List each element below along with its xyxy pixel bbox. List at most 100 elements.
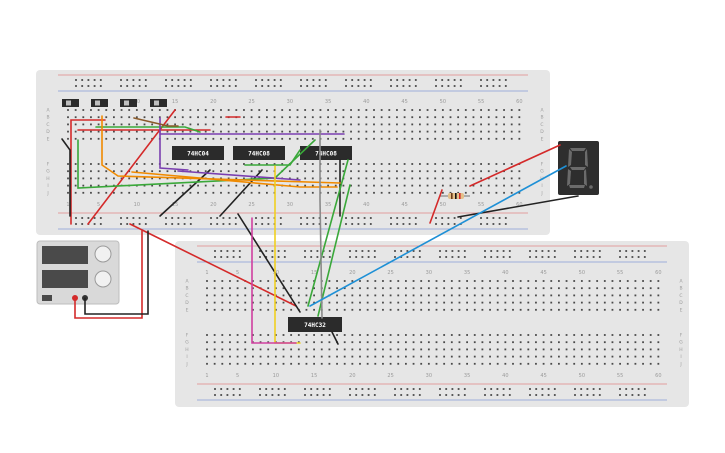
breadboard-hole: [374, 287, 377, 290]
breadboard-hole: [290, 308, 293, 311]
wire-black[interactable]: [61, 138, 71, 217]
breadboard-hole: [649, 301, 652, 304]
wire-blue[interactable]: [309, 165, 567, 307]
breadboard-hole: [310, 250, 313, 252]
breadboard-hole: [220, 116, 222, 119]
breadboard-hole: [90, 109, 92, 111]
wire-red[interactable]: [429, 189, 443, 224]
breadboard-hole: [473, 341, 476, 344]
breadboard-hole: [267, 308, 270, 311]
breadboard-hole: [518, 116, 521, 119]
column-number: 50: [579, 373, 585, 379]
breadboard-hole: [216, 223, 219, 225]
breadboard-top[interactable]: [36, 70, 550, 235]
breadboard-hole: [374, 355, 377, 358]
breadboard-hole: [177, 79, 180, 81]
breadboard-hole: [261, 217, 264, 219]
wire-brown[interactable]: [133, 117, 179, 127]
switch-4[interactable]: [150, 99, 167, 107]
breadboard-hole: [74, 163, 77, 165]
power-supply[interactable]: [36, 240, 120, 305]
wire-purple[interactable]: [177, 170, 301, 181]
wire-orange[interactable]: [131, 171, 338, 188]
switch-3[interactable]: [120, 99, 137, 107]
breadboard-hole: [441, 123, 444, 126]
wire-gray[interactable]: [319, 129, 323, 319]
breadboard-hole: [214, 394, 216, 396]
breadboard-hole: [266, 109, 268, 111]
breadboard-hole: [236, 334, 239, 336]
breadboard-hole: [374, 362, 377, 365]
wire-black[interactable]: [237, 213, 301, 313]
breadboard-hole: [380, 109, 383, 111]
breadboard-hole: [434, 130, 437, 133]
breadboard-bottom[interactable]: [175, 241, 689, 407]
wire-green[interactable]: [307, 159, 349, 307]
wire-green[interactable]: [244, 149, 301, 166]
breadboard-hole: [359, 341, 361, 344]
resistor[interactable]: [440, 193, 470, 199]
wire-orange[interactable]: [101, 115, 341, 184]
breadboard-hole: [535, 348, 537, 351]
breadboard-hole: [306, 223, 309, 225]
chip-74hc08-2[interactable]: 74HC08: [300, 146, 352, 160]
breadboard-hole: [380, 191, 383, 194]
wire-black[interactable]: [84, 230, 149, 315]
breadboard-hole: [174, 137, 176, 140]
breadboard-hole: [351, 355, 354, 358]
breadboard-hole: [649, 362, 652, 365]
chip-74hc04[interactable]: 74HC04: [172, 146, 224, 160]
chip-74hc32[interactable]: 74HC32: [288, 317, 342, 332]
breadboard-hole: [328, 308, 331, 311]
breadboard-hole: [586, 250, 589, 252]
seven-segment-display[interactable]: [558, 141, 599, 195]
chip-74hc08-1[interactable]: 74HC08: [233, 146, 285, 160]
breadboard-hole: [382, 362, 384, 365]
breadboard-hole: [657, 280, 660, 282]
breadboard-hole: [135, 109, 138, 111]
breadboard-hole: [495, 116, 498, 119]
column-number: 20: [210, 202, 216, 208]
breadboard-hole: [503, 109, 505, 111]
wire-red[interactable]: [70, 119, 106, 225]
breadboard-hole: [420, 334, 423, 336]
wire-black[interactable]: [219, 169, 263, 217]
wire-green[interactable]: [317, 184, 351, 317]
breadboard-hole: [458, 348, 461, 351]
column-number: 1: [66, 202, 69, 208]
breadboard-hole: [473, 308, 476, 311]
breadboard-hole: [397, 301, 400, 304]
breadboard-hole: [252, 348, 254, 351]
breadboard-hole: [580, 287, 583, 290]
breadboard-hole: [214, 256, 216, 258]
breadboard-hole: [573, 287, 576, 290]
breadboard-hole: [473, 294, 476, 297]
wire-green[interactable]: [77, 139, 316, 189]
breadboard-hole: [464, 123, 467, 126]
breadboard-hole: [458, 341, 461, 344]
switch-1[interactable]: [62, 99, 79, 107]
breadboard-hole: [318, 85, 321, 87]
wire-red[interactable]: [129, 223, 297, 307]
breadboard-hole: [498, 223, 501, 225]
wire-red[interactable]: [469, 144, 561, 187]
breadboard-hole: [553, 394, 556, 396]
row-letter: C: [185, 293, 188, 299]
wire-black[interactable]: [331, 331, 339, 345]
breadboard-hole: [135, 191, 138, 194]
wire-purple[interactable]: [159, 117, 189, 171]
wire-red[interactable]: [74, 230, 143, 319]
breadboard-hole: [380, 130, 383, 133]
breadboard-hole: [550, 362, 553, 365]
breadboard-hole: [389, 362, 392, 365]
wire-green[interactable]: [95, 126, 201, 133]
switch-2[interactable]: [91, 99, 108, 107]
wire-pink[interactable]: [251, 217, 297, 344]
breadboard-hole: [220, 163, 222, 165]
breadboard-hole: [220, 177, 222, 180]
breadboard-hole: [473, 287, 476, 290]
breadboard-hole: [642, 362, 644, 365]
breadboard-hole: [503, 163, 505, 165]
